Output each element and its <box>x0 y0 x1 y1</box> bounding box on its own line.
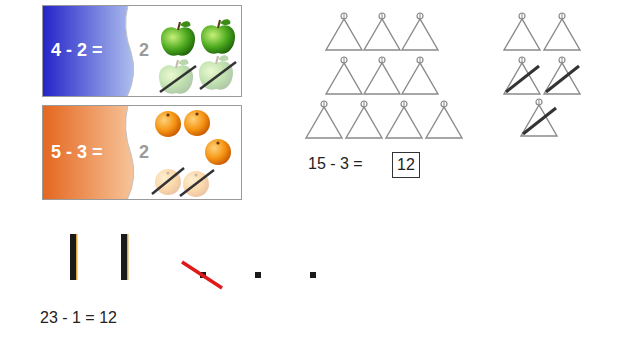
blue-band <box>42 5 134 97</box>
answer-text: 2 <box>139 142 149 164</box>
answer-text: 2 <box>139 40 149 62</box>
equation-label: 15 - 3 = <box>308 154 363 173</box>
answer-box: 12 <box>392 152 420 178</box>
triangles <box>306 13 580 138</box>
oranges <box>152 110 231 197</box>
subtraction-card: 5 - 3 = 2 <box>42 105 242 200</box>
base-ten-blocks <box>70 234 316 288</box>
answer-number: 12 <box>397 155 415 174</box>
subtraction-card: 4 - 2 = 2 <box>42 5 242 97</box>
equation-text: 4 - 2 = <box>51 40 103 62</box>
equation-text: 5 - 3 = <box>51 142 103 164</box>
orange-band <box>42 105 134 200</box>
equation-label: 23 - 1 = 12 <box>40 308 117 327</box>
apples <box>159 19 236 94</box>
